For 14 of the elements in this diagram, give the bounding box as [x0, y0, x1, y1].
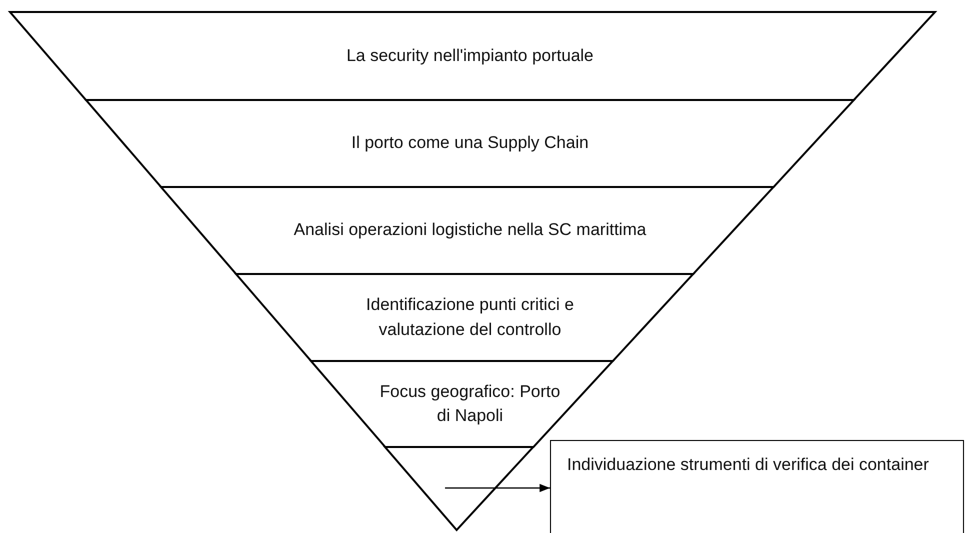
- level-label: La security nell'impianto portuale: [345, 44, 595, 66]
- funnel-level: [10, 12, 935, 100]
- level-label: Focus geografico: Porto di Napoli: [378, 380, 562, 428]
- level-label: Identificazione punti critici e valutazione del controllo: [365, 294, 575, 341]
- funnel-level: [236, 274, 694, 361]
- funnel-level: [311, 361, 613, 447]
- level-label: Analisi operazioni logistiche nella SC marittima: [292, 219, 648, 241]
- funnel-level: [161, 187, 774, 274]
- funnel-level: [86, 100, 854, 187]
- funnel-tip: [385, 447, 534, 530]
- arrow: [445, 484, 550, 492]
- note-text: Individuazione strumenti di verifica dei container: [567, 454, 930, 476]
- level-label: Il porto come una Supply Chain: [350, 132, 590, 154]
- text-box: [550, 440, 964, 533]
